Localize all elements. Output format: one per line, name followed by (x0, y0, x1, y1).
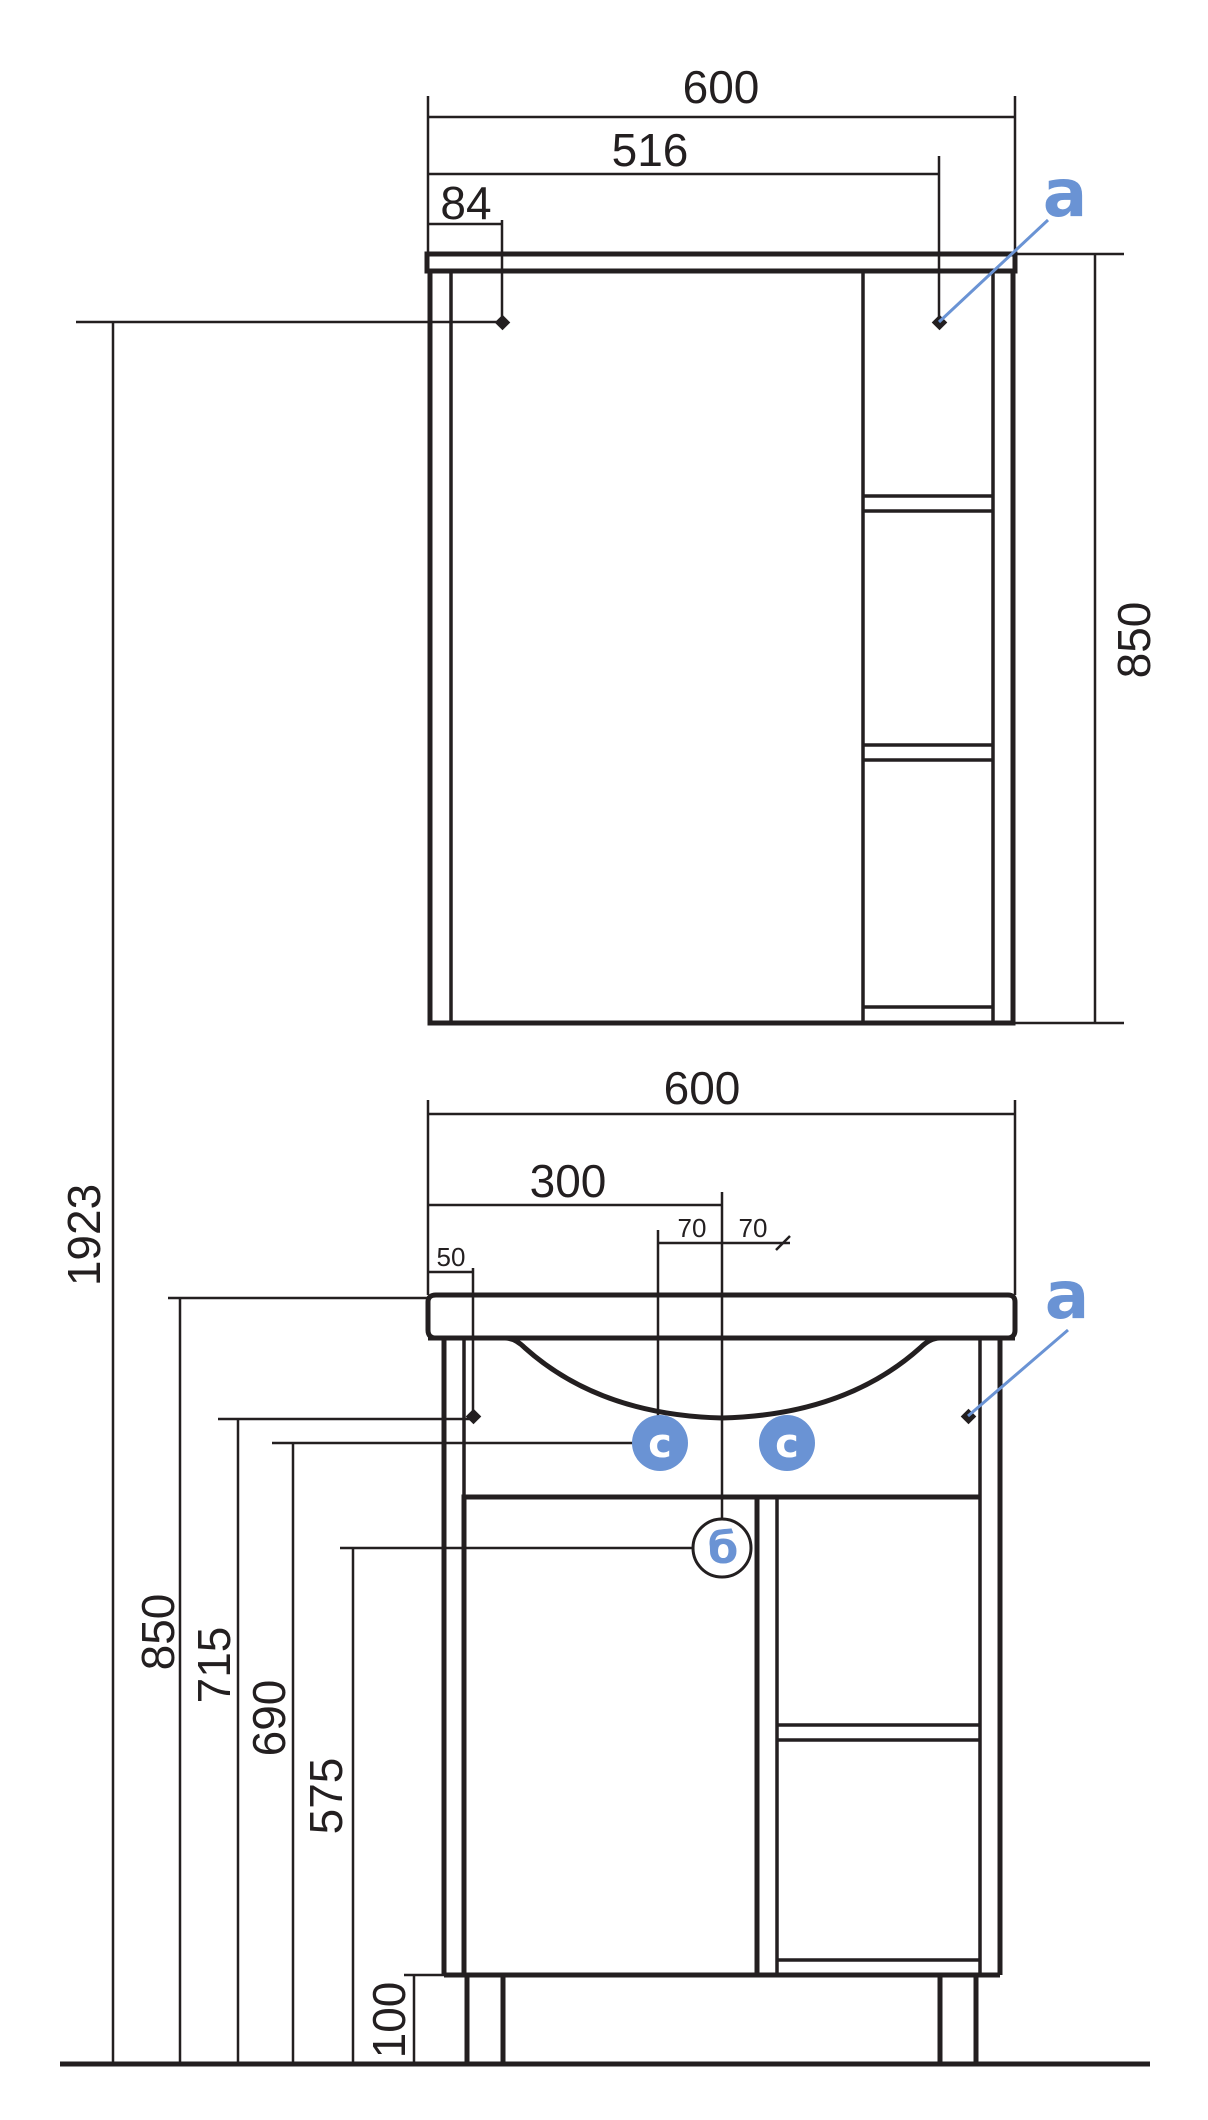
drain-callout-label: б (708, 1523, 739, 1574)
vanity-mount-height-label: 715 (188, 1627, 240, 1704)
mirror-mount-span-label: 516 (612, 124, 689, 176)
supply-callout-left-label: c (648, 1421, 672, 1467)
overall-height-dimension: 1923 (58, 320, 502, 2062)
vanity-left-offset-label: 70 (678, 1213, 707, 1243)
mirror-body (427, 268, 1016, 1026)
vanity-legs (464, 1975, 979, 2062)
mirror-width-label: 600 (683, 61, 760, 113)
vanity-center-label: 300 (530, 1155, 607, 1207)
mirror-top-cap (424, 251, 1018, 274)
vanity-drain-height-label: 575 (300, 1758, 352, 1835)
drain-callout: б (691, 1517, 753, 1579)
mirror-left-offset-label: 84 (440, 177, 491, 229)
vanity-height-label: 850 (132, 1594, 184, 1671)
vanity-mount-callout: a (1045, 1257, 1090, 1334)
mirror-mount-callout: a (1043, 155, 1088, 232)
vanity-mount-point-left (465, 1408, 482, 1425)
mirror-height-label: 850 (1108, 602, 1160, 679)
vanity-mount-left-label: 50 (437, 1242, 466, 1272)
supply-callout-right: c (759, 1415, 815, 1471)
supply-callout-right-label: c (775, 1421, 799, 1467)
mirror-dimensions: 600 516 84 850 a (426, 61, 1160, 1025)
vanity-shelves (777, 1723, 980, 1962)
mirror-cabinet (424, 251, 1018, 1026)
supply-callout-left: c (632, 1415, 688, 1471)
vanity-leg-height-label: 100 (363, 1982, 415, 2059)
vanity-right-offset-label: 70 (739, 1213, 768, 1243)
vanity-width-label: 600 (664, 1062, 741, 1114)
vanity-supply-height-label: 690 (243, 1680, 295, 1757)
mirror-shelves (863, 494, 993, 1009)
vanity-dimensions: 600 300 70 70 50 850 715 690 575 100 (132, 1062, 1089, 2062)
total-height-label: 1923 (58, 1184, 110, 1286)
